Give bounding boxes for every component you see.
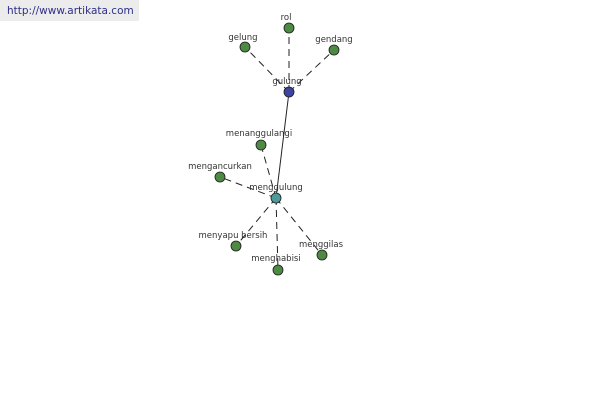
node-label-menghabisi[interactable]: menghabisi <box>251 254 300 264</box>
edge-menggulung-menghabisi <box>275 197 279 271</box>
node-label-menanggulangi[interactable]: menanggulangi <box>226 129 292 139</box>
edge-menggulung-menggilas <box>275 197 323 256</box>
node-label-menggulung[interactable]: menggulung <box>249 183 303 193</box>
node-rol[interactable] <box>283 22 295 34</box>
node-menggilas[interactable] <box>316 249 328 261</box>
edge-menggulung-menanggulangi <box>260 144 277 199</box>
labels-layer: gulung menggulung rol gelung gendang menanggu… <box>188 13 353 264</box>
source-url[interactable]: http://www.artikata.com <box>7 5 134 17</box>
node-label-rol[interactable]: rol <box>281 13 292 23</box>
node-menghabisi[interactable] <box>272 264 284 276</box>
node-gulung[interactable] <box>283 86 295 98</box>
node-label-gendang[interactable]: gendang <box>315 35 352 45</box>
edge-menggulung-menyapu-bersih <box>235 197 277 247</box>
node-menyapu-bersih[interactable] <box>230 240 242 252</box>
node-label-gulung[interactable]: gulung <box>272 77 301 87</box>
nodes-layer <box>214 22 340 276</box>
edge-gulung-gendang <box>288 49 335 93</box>
node-label-menggilas[interactable]: menggilas <box>299 240 344 250</box>
edge-menggulung-mengancurkan <box>219 176 277 199</box>
node-gelung[interactable] <box>239 41 251 53</box>
source-url-banner: http://www.artikata.com <box>0 0 139 21</box>
node-label-gelung[interactable]: gelung <box>228 33 257 43</box>
edge-gulung-menggulung <box>275 91 290 199</box>
node-menggulung[interactable] <box>270 192 282 204</box>
node-label-mengancurkan[interactable]: mengancurkan <box>188 162 252 172</box>
edges-layer <box>219 28 335 271</box>
edge-gulung-gelung <box>244 46 290 93</box>
node-label-menyapu-bersih[interactable]: menyapu bersih <box>199 231 268 241</box>
node-menanggulangi[interactable] <box>255 139 267 151</box>
node-gendang[interactable] <box>328 44 340 56</box>
node-mengancurkan[interactable] <box>214 171 226 183</box>
